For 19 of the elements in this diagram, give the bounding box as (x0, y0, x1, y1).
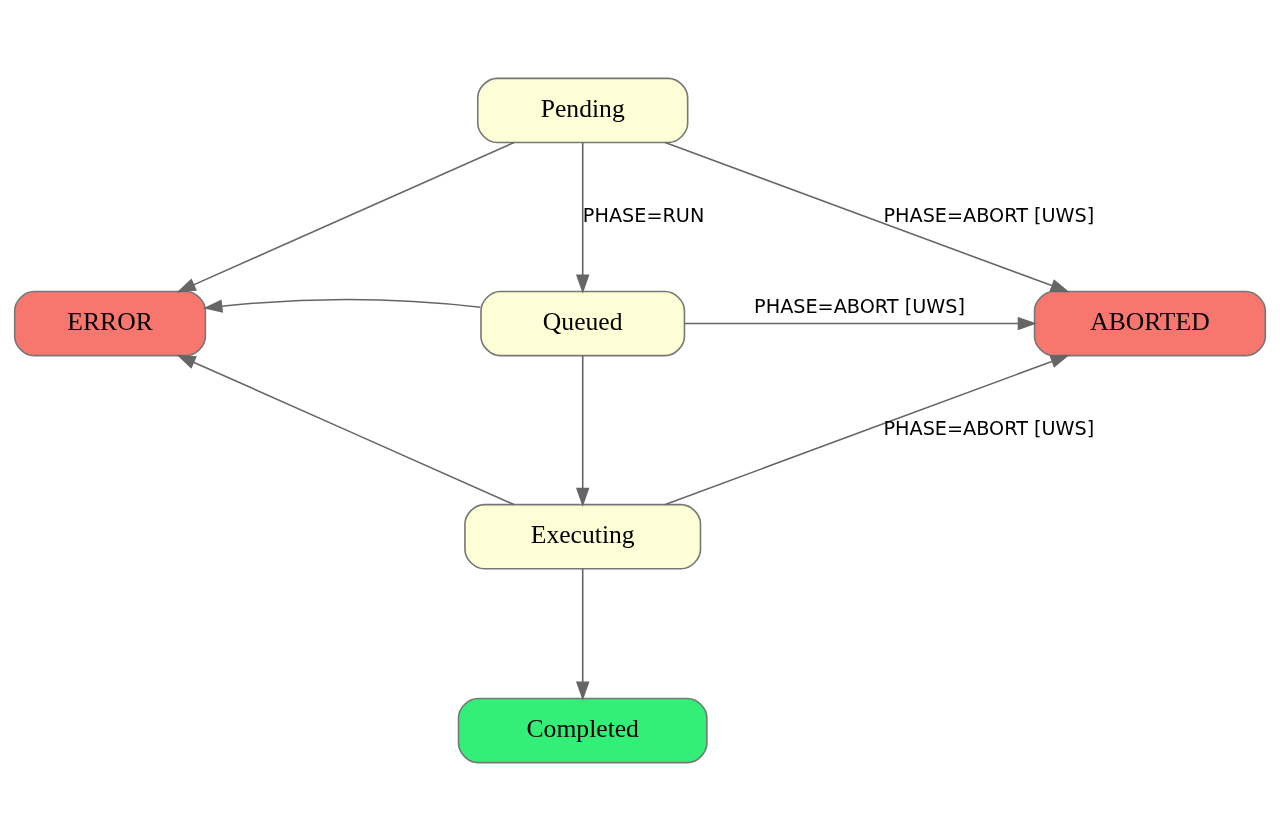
edge-label: PHASE=ABORT [UWS] (883, 203, 1095, 227)
edge-label: PHASE=RUN (582, 203, 705, 227)
node-box: Executing (464, 503, 702, 569)
arrow (664, 141, 1070, 292)
arrow (176, 141, 515, 292)
arrow (576, 141, 590, 294)
edge-label: PHASE=ABORT [UWS] (754, 294, 965, 318)
arrow (203, 298, 482, 313)
arrow (664, 354, 1070, 505)
arrow (576, 567, 590, 701)
node-box: Queued (480, 290, 686, 356)
node-box: ABORTED (1033, 290, 1267, 356)
node-box: Pending (476, 77, 689, 143)
node-box: Completed (457, 697, 708, 763)
edge-label: PHASE=ABORT [UWS] (883, 416, 1095, 440)
arrow (176, 354, 515, 505)
node-box: ERROR (13, 290, 207, 356)
arrow (576, 354, 590, 507)
arrow (684, 316, 1037, 330)
